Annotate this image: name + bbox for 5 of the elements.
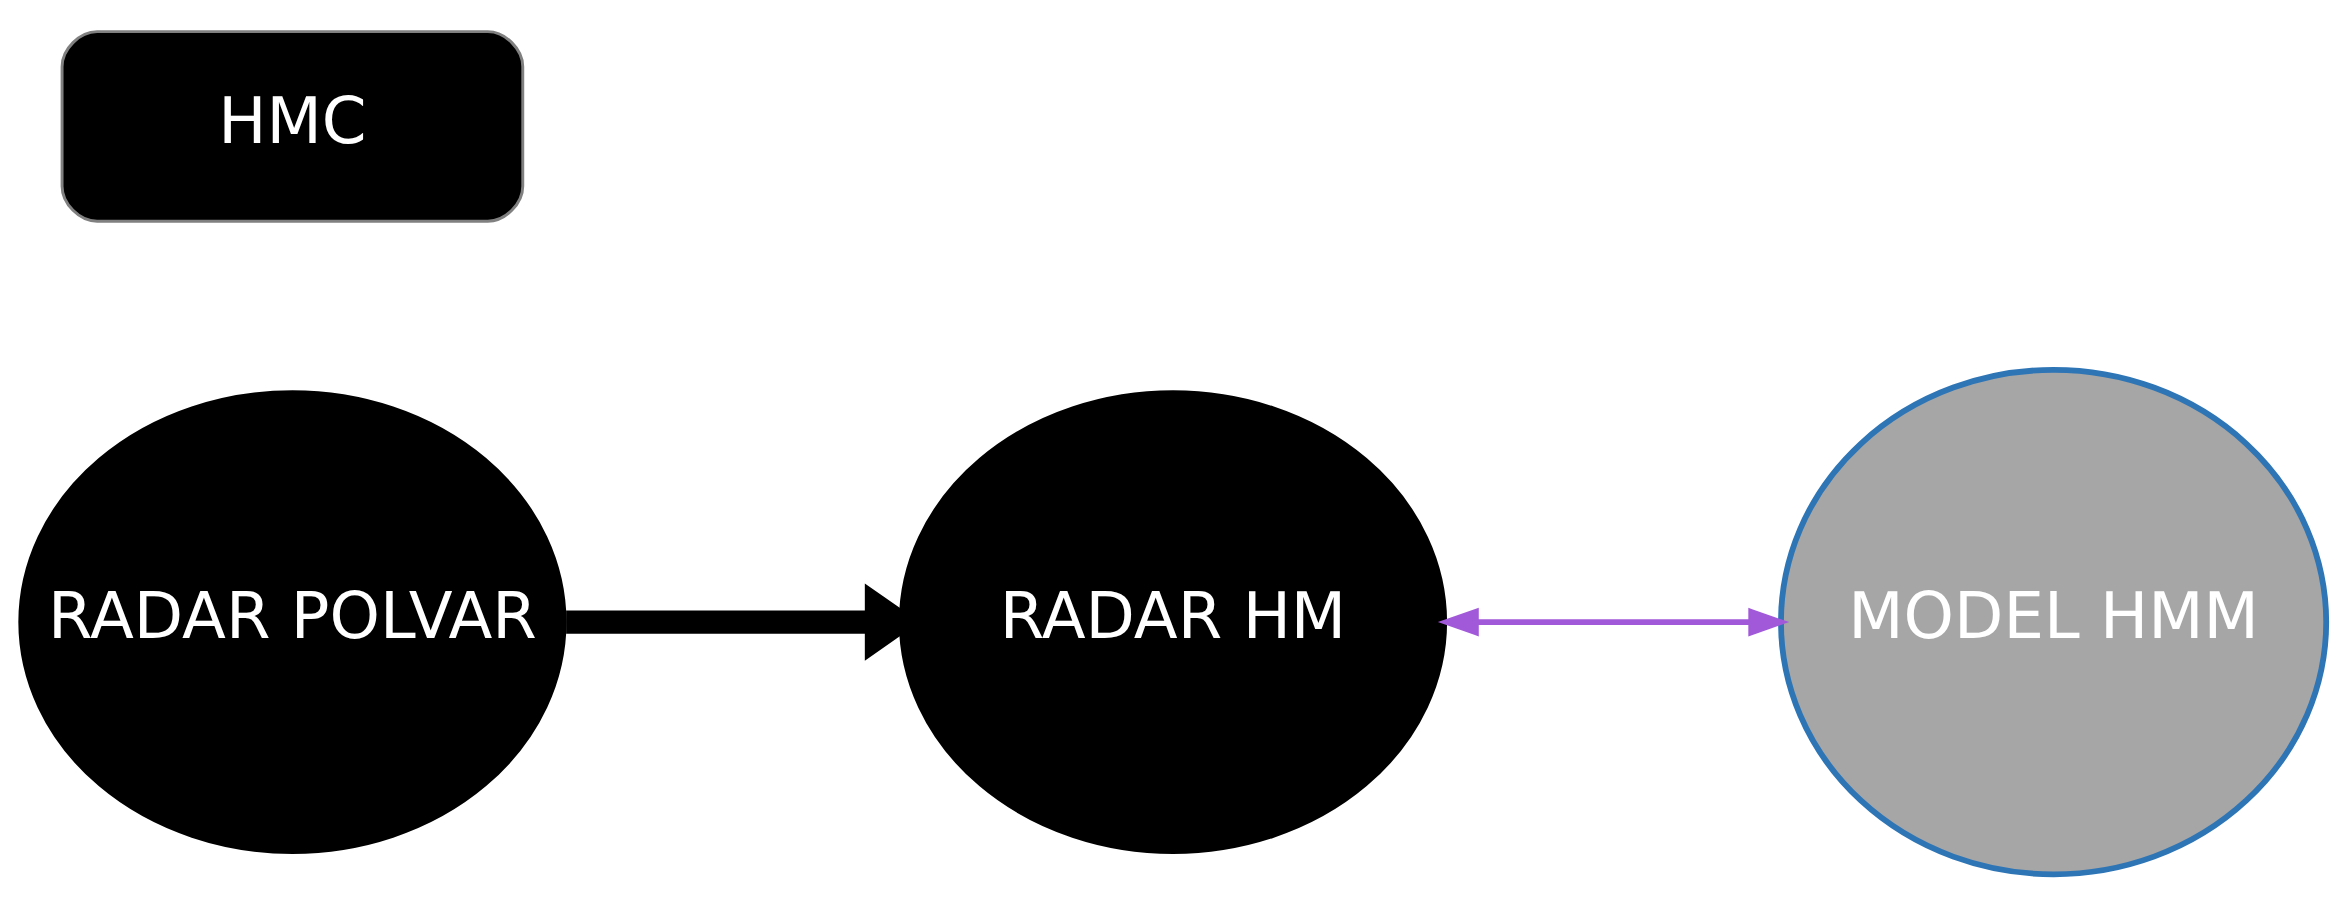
- node-ellipse: RADAR HM: [898, 390, 1448, 854]
- node-ellipse: RADAR POLVAR: [18, 390, 567, 854]
- node-circle: MODEL HMM: [1778, 367, 2330, 878]
- node-box: HMC: [60, 30, 525, 223]
- arrow: [1437, 607, 1790, 637]
